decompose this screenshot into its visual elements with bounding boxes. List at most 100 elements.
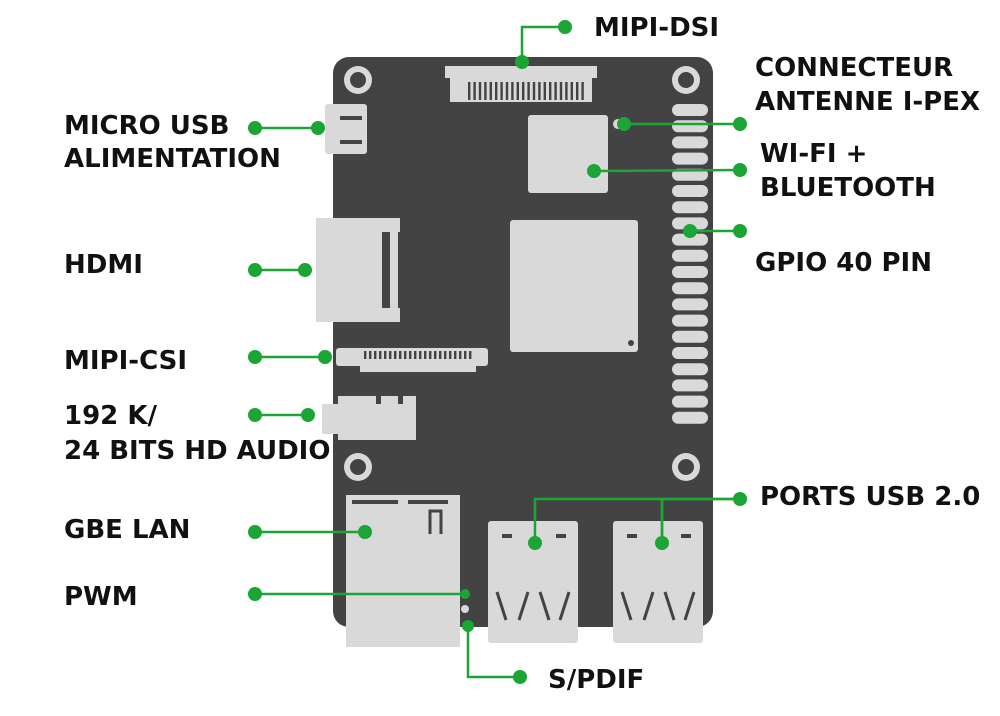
label-wifi-line2: BLUETOOTH [760,173,936,203]
connector-pin [459,351,462,359]
connector-pin [543,82,546,100]
gpio-pin-row [672,104,708,116]
lan-port [346,495,460,647]
usb-port-2 [613,521,703,643]
connector-pin [394,351,397,359]
connector-pin [439,351,442,359]
connector-pin [389,351,392,359]
connector-pin [478,82,482,100]
gpio-pin-row [672,120,708,133]
gpio-pin-row [672,298,708,311]
gpio-pin-row [672,233,708,246]
gpio-pin-row [672,363,708,376]
connector-pin [511,82,514,100]
label-micro-usb-line2: ALIMENTATION [64,144,281,174]
label-antenna-line1: CONNECTEUR [755,53,953,83]
gpio-pin-row [672,266,708,278]
connector-pin [565,82,568,100]
gpio-pin-row [672,411,708,424]
gpio-pin-row [672,168,708,181]
connector-pin [374,351,377,359]
gpio-pin-row [672,185,708,197]
hdmi-port [316,218,400,322]
mounting-hole [672,453,700,481]
audio-jack [322,396,416,440]
gpio-pin-row [672,379,708,392]
label-micro-usb-line1: MICRO USB [64,111,229,141]
connector-pin [409,351,412,359]
connector-pin [364,351,367,359]
label-lan: GBE LAN [64,515,190,545]
connector-pin [516,82,519,100]
leader-lines [255,25,741,679]
connector-pin [522,82,525,100]
connector-pin [454,351,457,359]
label-usb-ports: PORTS USB 2.0 [760,482,980,512]
mipi-dsi-connector [445,66,597,102]
connector-pin [549,82,552,100]
leader-dots [248,20,747,684]
connector-pin [434,351,437,359]
connector-pin [419,351,422,359]
label-mipi-csi: MIPI-CSI [64,346,187,376]
label-audio-line1: 192 K/ [64,401,157,431]
label-spdif: S/PDIF [548,665,644,695]
label-pwm: PWM [64,582,138,612]
gpio-pin-row [672,282,708,295]
connector-pin [379,351,382,359]
spdif-header [461,605,469,613]
connector-pin [404,351,407,359]
connector-pin [581,82,584,100]
connector-pin [469,351,472,359]
mounting-hole [672,66,700,94]
connector-pin [473,82,476,100]
gpio-pin-row [672,201,708,214]
label-gpio: GPIO 40 PIN [755,248,932,278]
connector-pin [424,351,427,359]
gpio-pin-row [672,330,708,343]
connector-pin [570,82,573,100]
label-hdmi: HDMI [64,250,143,280]
gpio-pin-row [672,395,708,408]
micro-usb-port [325,104,367,154]
label-wifi-line1: WI-FI + [760,139,867,169]
leader-wifi [593,168,741,173]
connector-pin [554,82,557,100]
gpio-pin-row [672,152,708,165]
mounting-hole [344,66,372,94]
connector-pin [384,351,387,359]
connector-pin [399,351,402,359]
gpio-pin-row [672,314,708,327]
connector-pin [532,82,536,100]
connector-pin [449,351,452,359]
wifi-bluetooth-module [528,115,608,193]
connector-pin [500,82,503,100]
connector-pin [527,82,530,100]
leader-mipi-dsi [520,25,565,62]
label-mipi-dsi: MIPI-DSI [594,13,719,43]
gpio-header [672,104,708,424]
mipi-csi-connector [336,348,488,372]
connector-pin [429,351,432,359]
connector-pin [414,351,417,359]
label-audio-line2: 24 BITS HD AUDIO [64,436,330,466]
gpio-pin-row [672,217,708,230]
connector-pin [489,82,492,100]
connector-pin [484,82,487,100]
connector-pin [559,82,563,100]
gpio-pin-row [672,249,708,262]
gpio-pin-row [672,347,708,359]
leader-spdif [466,626,520,679]
label-antenna-line2: ANTENNE I-PEX [755,87,980,117]
connector-pin [538,82,541,100]
usb-port-1 [488,521,578,643]
connector-pin [576,82,579,100]
connector-pin [369,351,372,359]
connector-pin [505,82,509,100]
soc-chip [510,220,638,352]
mounting-hole [344,453,372,481]
connector-pin [444,351,447,359]
connector-pin [464,351,467,359]
connector-pin [495,82,498,100]
